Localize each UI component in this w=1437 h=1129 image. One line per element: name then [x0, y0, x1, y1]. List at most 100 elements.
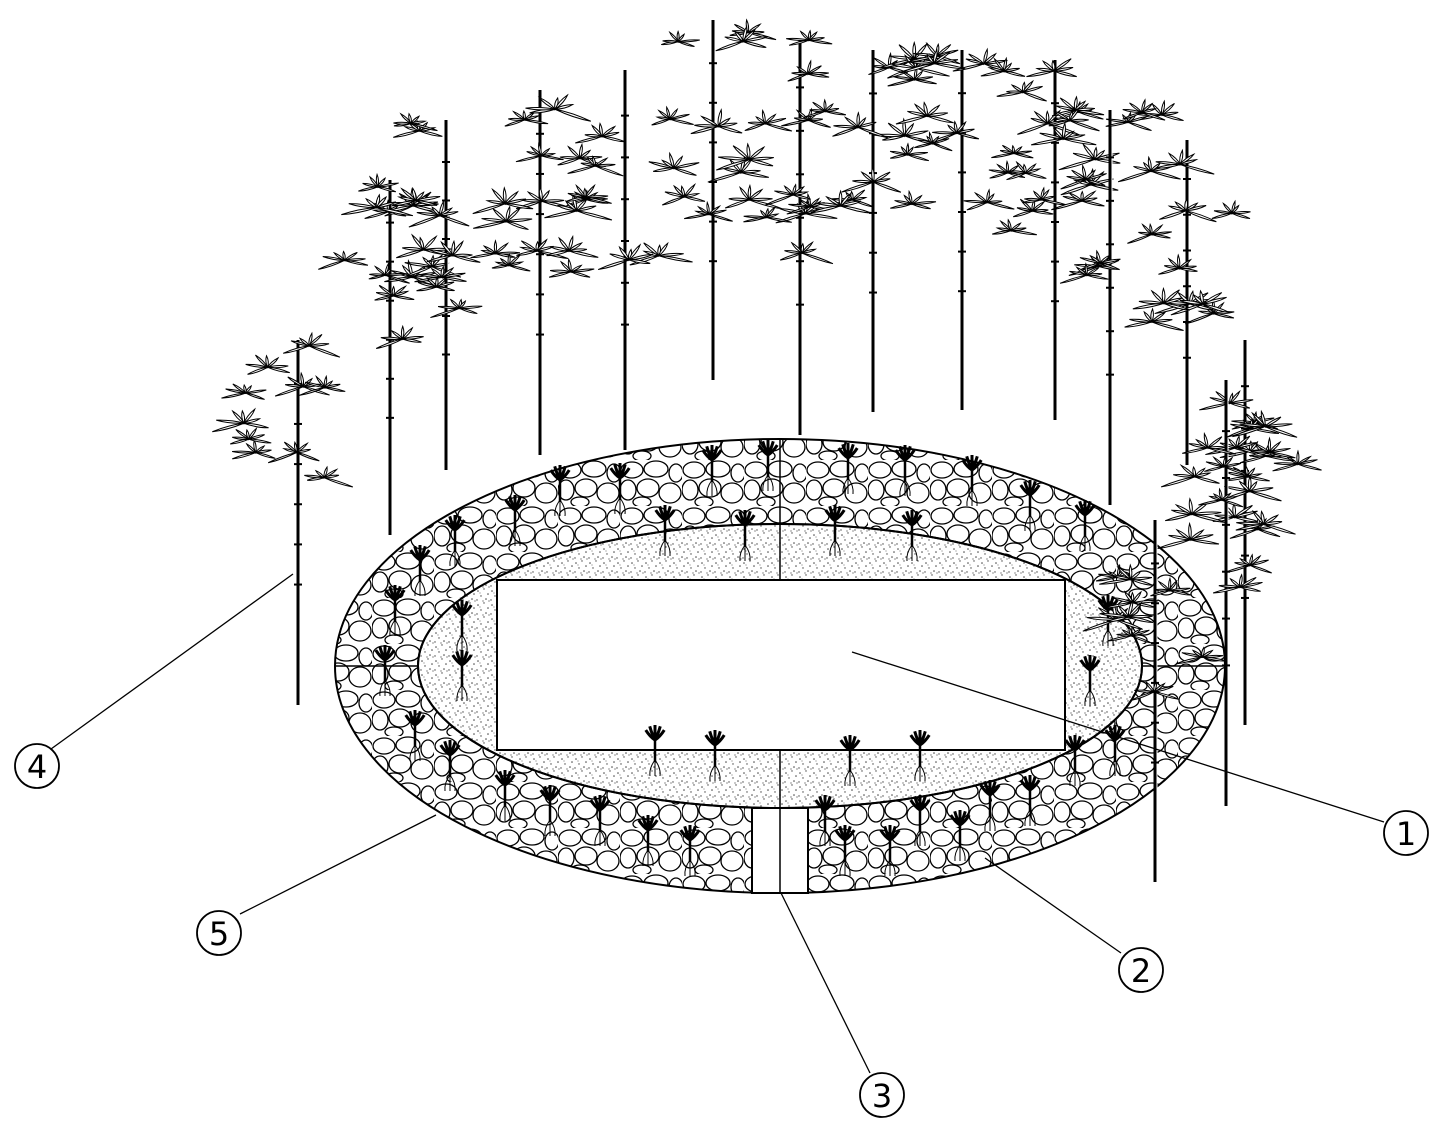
bamboo-leaf: [1016, 207, 1033, 212]
bamboo-leaf: [265, 354, 269, 369]
bamboo-leaf: [791, 191, 810, 196]
plant-leaf: [599, 799, 611, 812]
bamboo-leaf: [833, 124, 859, 129]
bamboo-leaf: [810, 205, 841, 213]
aquatic-plants: [374, 440, 1126, 877]
bamboo-leaf: [764, 117, 787, 125]
bamboo-leaf: [1185, 205, 1207, 212]
bamboo-leaf: [907, 151, 928, 156]
plant-leaf: [619, 467, 631, 480]
bamboo-leaf: [707, 171, 742, 183]
bamboo-leaf: [816, 202, 841, 207]
bamboo-leaf: [1128, 626, 1133, 637]
leader-line-5: [239, 814, 437, 915]
water-pool: [496, 579, 1066, 751]
bamboo-leaf: [1069, 118, 1089, 122]
plant-leaf: [844, 829, 856, 842]
aquatic-plant: [901, 510, 923, 562]
bamboo-leaf: [566, 196, 586, 202]
bamboo-leaf: [1116, 565, 1133, 581]
bamboo-leaf: [1141, 111, 1166, 121]
bamboo-leaf: [408, 112, 412, 125]
plant-root: [966, 489, 973, 507]
bamboo-leaf: [482, 245, 497, 255]
bamboo-leaf: [481, 217, 507, 223]
bamboo-leaf: [765, 205, 777, 219]
bamboo-leaf: [1053, 70, 1077, 78]
plant-root: [504, 804, 511, 822]
bamboo-leaf: [1218, 487, 1223, 502]
bamboo-leaf: [324, 387, 346, 392]
bamboo-leaf: [980, 70, 1005, 77]
bamboo-leaf: [295, 442, 309, 454]
plant-root: [1084, 534, 1091, 552]
plant-root: [714, 764, 721, 782]
aquatic-plant: [539, 785, 561, 837]
bamboo-leaf: [1213, 210, 1233, 214]
bamboo-leaf: [907, 110, 928, 117]
bamboo-leaf: [1198, 499, 1222, 506]
plant-root: [889, 859, 896, 877]
bamboo-leaf: [890, 203, 912, 209]
plant-root: [919, 764, 926, 782]
bamboo-leaf: [570, 268, 595, 273]
bamboo-leaf: [232, 436, 249, 440]
bamboo-leaf: [493, 242, 510, 255]
plant-root: [1109, 759, 1116, 777]
plant-root: [739, 544, 746, 562]
bamboo-leaf: [225, 388, 246, 394]
bamboo-leaf: [680, 185, 686, 199]
bamboo-leaf: [1055, 105, 1076, 111]
bamboo-leaf: [1075, 266, 1089, 277]
bamboo-leaf: [677, 33, 685, 43]
plant-root: [914, 764, 921, 782]
bamboo-leaf: [1127, 121, 1152, 132]
bamboo-leaf: [991, 152, 1015, 159]
bamboo-leaf: [378, 284, 394, 297]
bamboo-leaf: [627, 243, 642, 262]
plant-root: [509, 529, 516, 547]
bamboo-leaf: [1117, 604, 1130, 619]
callout-label: 5: [209, 915, 229, 953]
bamboo-leaf: [1039, 132, 1064, 140]
bamboo-leaf: [1264, 426, 1298, 438]
bamboo-leaf: [1150, 223, 1164, 236]
bamboo-leaf: [1173, 473, 1195, 478]
bamboo-leaf: [266, 356, 280, 369]
bamboo-leaf: [925, 104, 941, 118]
bamboo-leaf: [1229, 402, 1251, 409]
bamboo-leaf: [823, 98, 827, 113]
bamboo-plant: [374, 112, 521, 470]
bamboo-leaf: [657, 109, 672, 121]
plant-root: [744, 544, 751, 562]
plant-root: [409, 744, 416, 762]
bamboo-leaf: [1086, 266, 1100, 276]
plant-root: [461, 684, 468, 702]
bamboo-leaf: [1086, 616, 1117, 621]
bamboo-leaf: [1190, 534, 1214, 541]
bamboo-leaf: [748, 32, 777, 41]
plant-root: [989, 814, 996, 832]
bamboo-leaf: [1124, 321, 1152, 328]
bamboo-leaf: [1002, 144, 1015, 154]
bamboo-leaf: [1069, 120, 1100, 132]
bamboo-leaf: [410, 123, 438, 132]
bamboo-leaf: [764, 123, 793, 132]
aquatic-plant: [949, 810, 971, 862]
plant-root: [384, 679, 391, 697]
bamboo-leaf: [808, 119, 831, 128]
bamboo-leaf: [416, 211, 440, 217]
plant-leaf: [847, 447, 859, 460]
bamboo-leaf: [1017, 123, 1049, 135]
bamboo-leaf: [1032, 210, 1054, 215]
bamboo-leaf: [601, 135, 626, 143]
bamboo-leaf: [774, 190, 794, 196]
bamboo-leaf: [537, 96, 557, 111]
bamboo-leaf: [1234, 510, 1258, 518]
bamboo-leaf: [729, 158, 743, 174]
bamboo-leaf: [393, 121, 412, 125]
bamboo-leaf: [764, 194, 794, 206]
bamboo-leaf: [871, 165, 875, 184]
bamboo-leaf: [344, 259, 369, 266]
bamboo-leaf: [426, 254, 453, 263]
